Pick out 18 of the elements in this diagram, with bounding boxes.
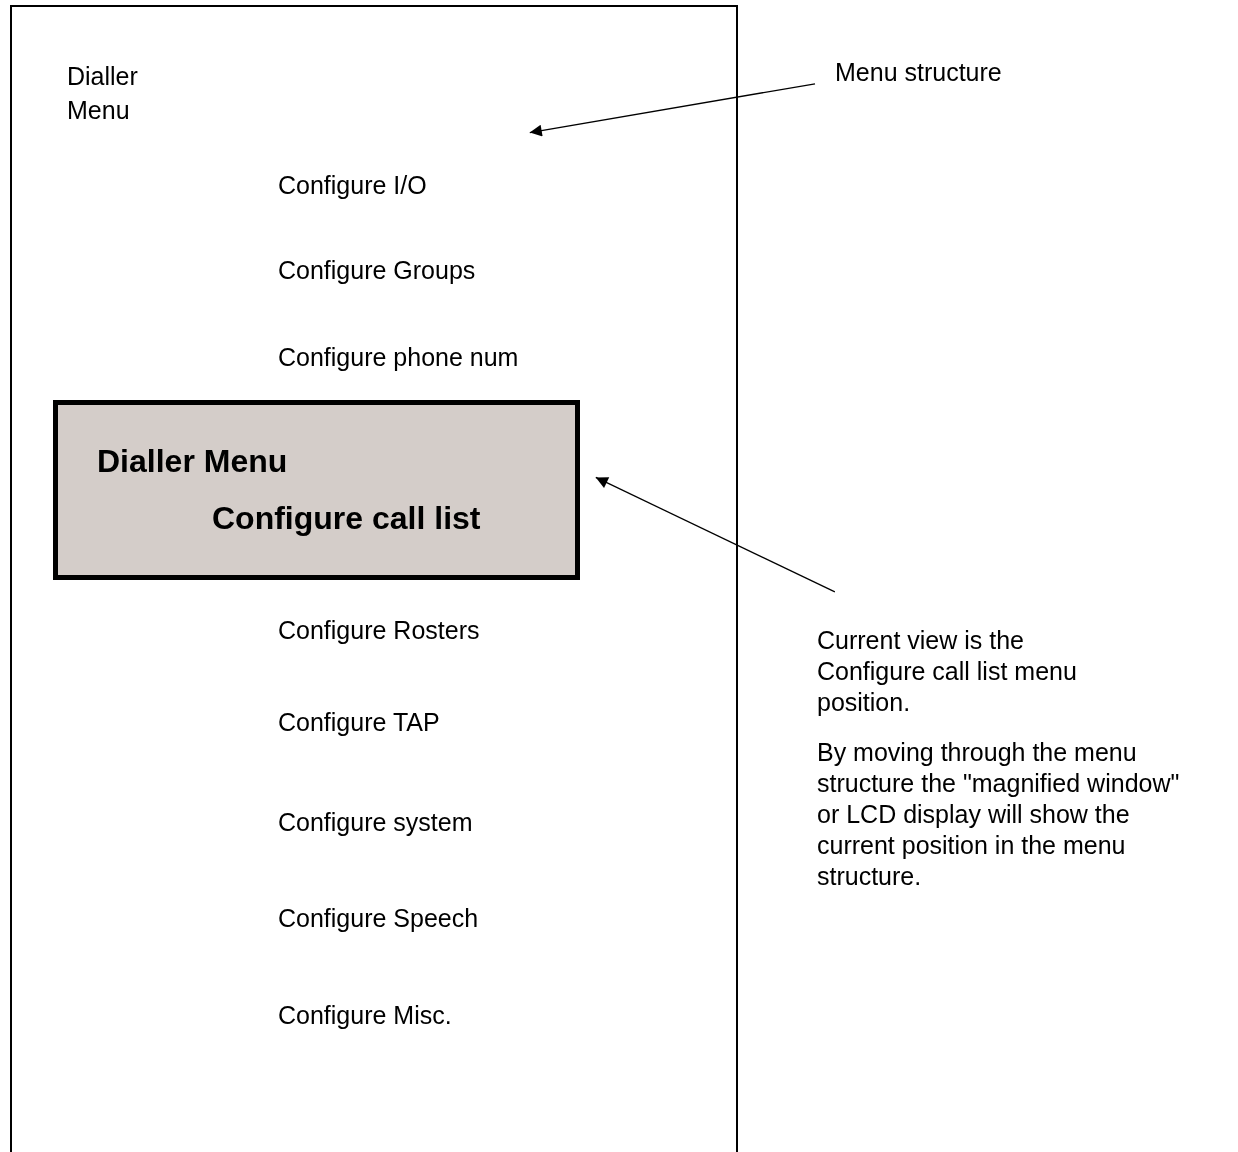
lcd-menu-item: Configure call list xyxy=(212,499,481,538)
menu-item: Configure I/O xyxy=(278,170,427,201)
menu-item: Configure system xyxy=(278,807,473,838)
menu-item: Configure Speech xyxy=(278,903,479,934)
annotation-text: Menu structure xyxy=(835,57,1002,88)
menu-item: Configure Groups xyxy=(278,255,476,286)
leader-arrow xyxy=(529,83,816,137)
menu-item: Configure phone num xyxy=(278,342,519,373)
annotation-text: By moving through the menu structure the "magnified window" or LCD display will show the current position in the menu structure. xyxy=(817,737,1181,892)
lcd-display-box xyxy=(53,400,580,580)
menu-item: Configure Misc. xyxy=(278,1000,452,1031)
menu-item: Configure Rosters xyxy=(278,615,480,646)
menu-panel xyxy=(10,5,738,1152)
menu-heading: Dialler Menu xyxy=(67,61,139,126)
lcd-heading: Dialler Menu xyxy=(97,442,288,481)
leader-arrow xyxy=(595,476,836,593)
annotation-text: Current view is the Configure call list menu position. xyxy=(817,625,1078,718)
menu-item: Configure TAP xyxy=(278,707,440,738)
